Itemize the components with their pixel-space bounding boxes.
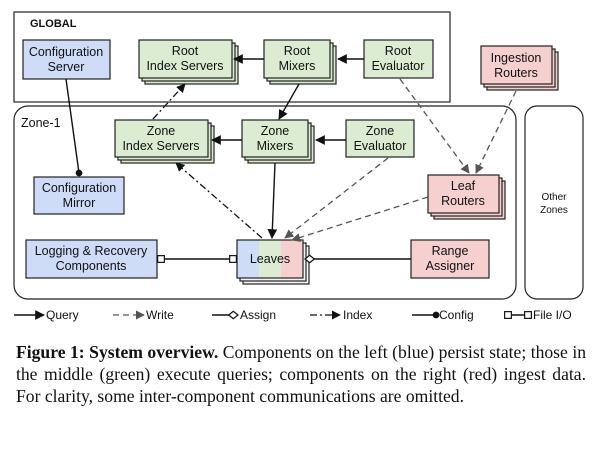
svg-text:Ingestion: Ingestion xyxy=(491,51,542,65)
zone-mixers: Zone Mixers xyxy=(241,119,315,164)
legend-index-label: Index xyxy=(343,308,372,322)
root-mixers: Root Mixers xyxy=(263,39,337,85)
svg-text:Index Servers: Index Servers xyxy=(122,139,199,153)
svg-text:Root: Root xyxy=(385,44,412,58)
global-region xyxy=(13,11,451,103)
leaves: Leaves xyxy=(236,239,310,285)
root-index-servers: Root Index Servers xyxy=(138,39,239,85)
svg-text:Evaluator: Evaluator xyxy=(354,139,407,153)
svg-text:Zone: Zone xyxy=(147,124,176,138)
svg-text:Assigner: Assigner xyxy=(426,259,475,273)
write-ingestion-to-leaf-routers xyxy=(475,90,517,174)
legend-file-io-label: File I/O xyxy=(533,308,572,322)
config-link xyxy=(65,78,83,177)
system-overview-diagram: GLOBAL Zone-1 Other Zones Configuration … xyxy=(13,11,584,322)
caption-label: Figure 1: xyxy=(16,342,85,362)
svg-text:Root: Root xyxy=(284,44,311,58)
query-zone-mixers-to-leaves xyxy=(267,162,278,239)
svg-text:Leaves: Leaves xyxy=(250,252,290,266)
svg-text:Components: Components xyxy=(56,259,127,273)
svg-text:Mirror: Mirror xyxy=(63,196,96,210)
ingestion-routers: Ingestion Routers xyxy=(480,45,559,91)
svg-text:Index Servers: Index Servers xyxy=(146,59,223,73)
write-zone-evaluator-to-leaves xyxy=(284,157,389,239)
other-zones-region xyxy=(524,105,584,300)
range-assigner: Range Assigner xyxy=(410,239,490,279)
write-leaf-routers-to-leaves xyxy=(291,196,429,242)
svg-text:Mixers: Mixers xyxy=(257,139,294,153)
figure-caption: Figure 1: System overview. Components on… xyxy=(16,341,586,407)
svg-text:Leaf: Leaf xyxy=(451,179,476,193)
zone-region xyxy=(13,105,517,300)
svg-text:Range: Range xyxy=(432,244,469,258)
svg-text:Zone: Zone xyxy=(261,124,290,138)
index-leaves-to-zone xyxy=(175,162,263,239)
svg-text:Configuration: Configuration xyxy=(29,45,103,59)
svg-text:Mixers: Mixers xyxy=(279,59,316,73)
global-label: GLOBAL xyxy=(30,18,77,30)
caption-title: System overview. xyxy=(89,342,219,362)
caption-text: Components on the left (blue) persist st… xyxy=(16,342,587,406)
legend-write-label: Write xyxy=(146,308,174,322)
zone-label: Zone-1 xyxy=(21,116,61,130)
logging-recovery-components: Logging & Recovery Components xyxy=(25,239,158,279)
configuration-server: Configuration Server xyxy=(22,39,111,80)
legend-query-label: Query xyxy=(46,308,79,322)
svg-text:Zone: Zone xyxy=(366,124,395,138)
other-zones-label-2: Zones xyxy=(540,205,568,216)
legend: Query Write Assign Index Config File I/O xyxy=(14,308,572,322)
svg-text:Logging & Recovery: Logging & Recovery xyxy=(35,244,148,258)
svg-text:Evaluator: Evaluator xyxy=(372,59,425,73)
zone-index-servers: Zone Index Servers xyxy=(114,119,215,164)
leaf-routers: Leaf Routers xyxy=(427,174,506,220)
zone-evaluator: Zone Evaluator xyxy=(345,119,415,158)
configuration-mirror: Configuration Mirror xyxy=(33,176,125,215)
legend-assign-label: Assign xyxy=(240,308,276,322)
root-evaluator: Root Evaluator xyxy=(363,39,434,79)
svg-text:Routers: Routers xyxy=(494,66,538,80)
svg-text:Routers: Routers xyxy=(441,194,485,208)
query-root-mixers-to-zone-mixers xyxy=(278,83,300,120)
other-zones-label: Other xyxy=(541,192,567,203)
svg-text:Server: Server xyxy=(48,60,85,74)
svg-text:Configuration: Configuration xyxy=(42,181,116,195)
svg-text:Root: Root xyxy=(172,44,199,58)
legend-config-label: Config xyxy=(439,308,474,322)
